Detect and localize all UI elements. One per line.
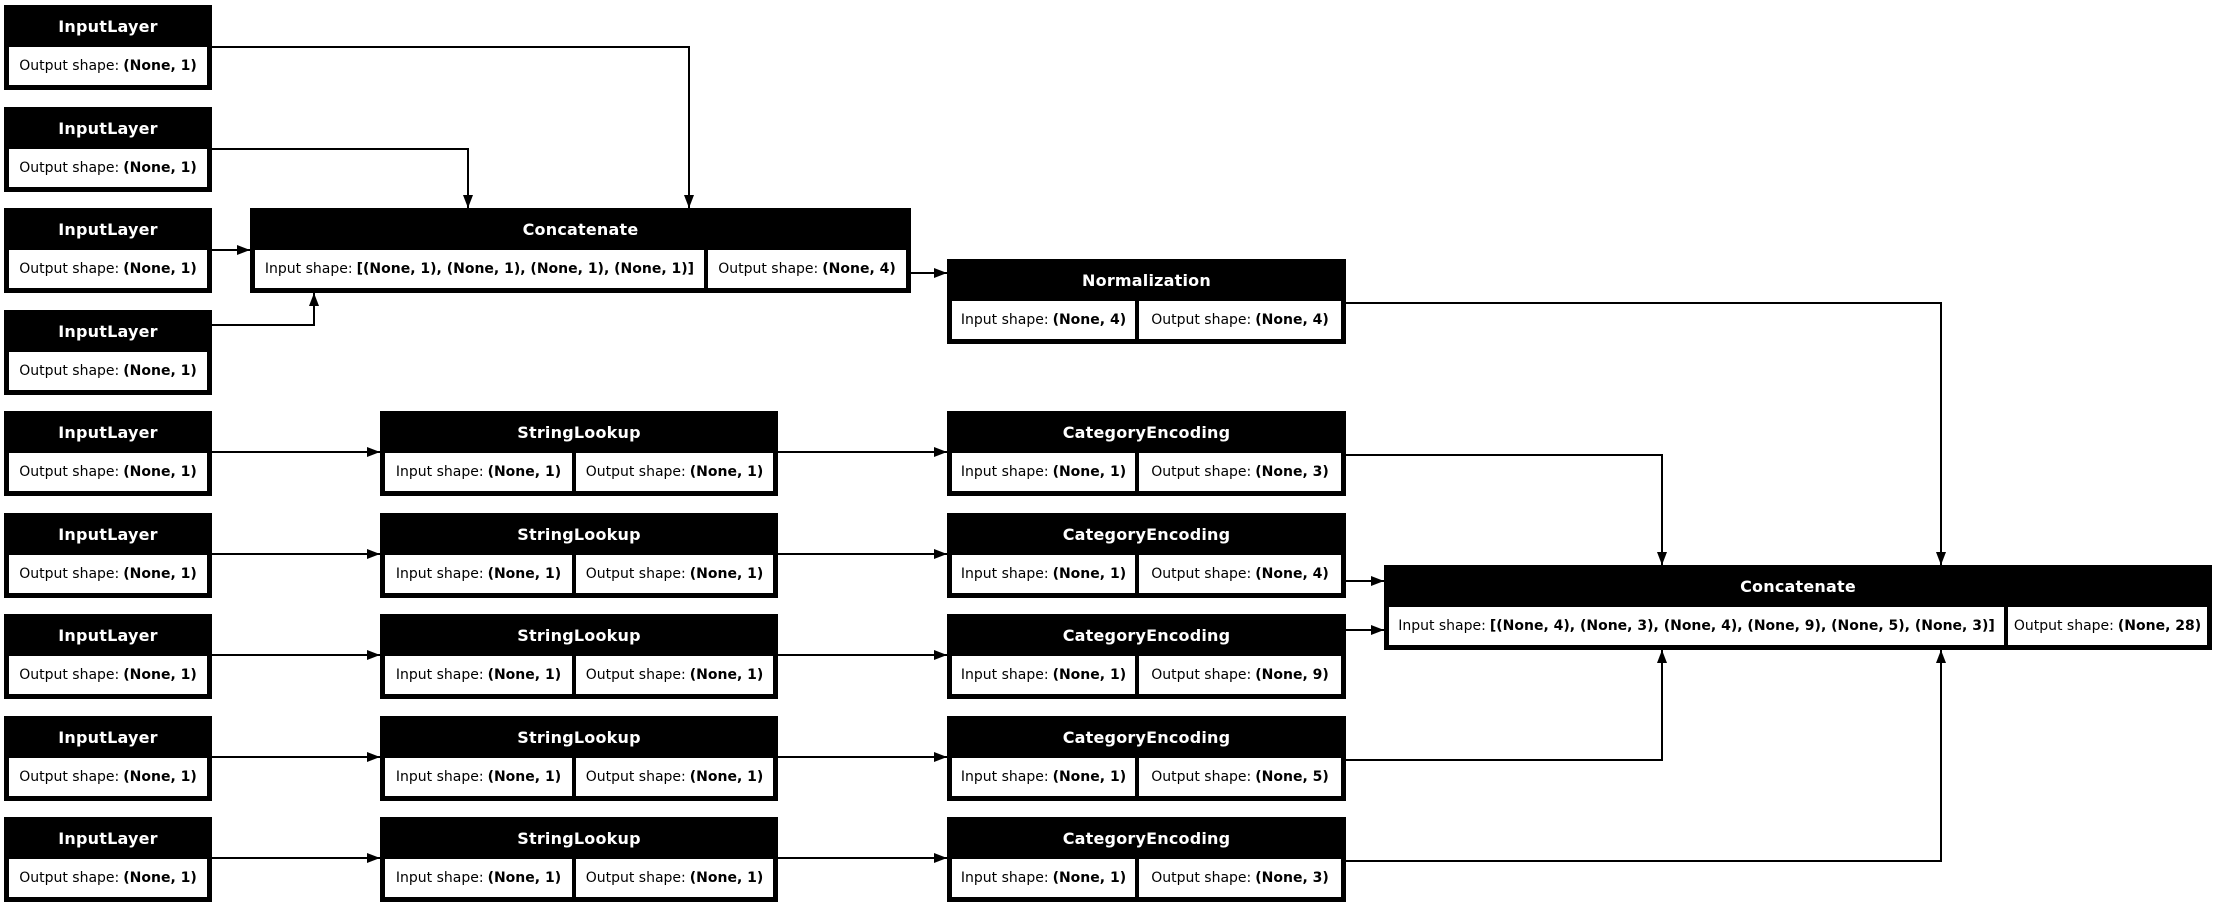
output-shape-cell: Output shape:(None, 4) <box>708 250 906 288</box>
layer-title: Concatenate <box>1740 576 1856 596</box>
node-concatenate-2: Concatenate Input shape:[(None, 4), (Non… <box>1384 565 2212 650</box>
input-shape-cell: Input shape:(None, 1) <box>385 758 572 796</box>
layer-title: CategoryEncoding <box>1062 828 1231 848</box>
node-string-lookup-3: StringLookup Input shape:(None, 1) Outpu… <box>380 614 778 699</box>
node-input-layer-3: InputLayer Output shape:(None, 1) <box>4 208 212 293</box>
node-category-encoding-1: CategoryEncoding Input shape:(None, 1) O… <box>947 411 1346 496</box>
node-input-layer-8: InputLayer Output shape:(None, 1) <box>4 716 212 801</box>
node-category-encoding-4: CategoryEncoding Input shape:(None, 1) O… <box>947 716 1346 801</box>
output-shape-cell: Output shape:(None, 4) <box>1139 301 1341 339</box>
input-shape-cell: Input shape:[(None, 4), (None, 3), (None… <box>1389 607 2004 645</box>
layer-title: StringLookup <box>517 727 641 747</box>
node-input-layer-5: InputLayer Output shape:(None, 1) <box>4 411 212 496</box>
layer-title: CategoryEncoding <box>1062 524 1231 544</box>
layer-title: CategoryEncoding <box>1062 625 1231 645</box>
layer-title: Normalization <box>1082 270 1211 290</box>
layer-title: Concatenate <box>522 219 639 239</box>
node-category-encoding-3: CategoryEncoding Input shape:(None, 1) O… <box>947 614 1346 699</box>
output-shape-cell: Output shape:(None, 1) <box>9 453 207 491</box>
input-shape-cell: Input shape:(None, 1) <box>952 859 1135 897</box>
layer-title: StringLookup <box>517 422 641 442</box>
node-input-layer-7: InputLayer Output shape:(None, 1) <box>4 614 212 699</box>
layer-title: InputLayer <box>58 118 158 138</box>
output-shape-cell: Output shape:(None, 1) <box>9 859 207 897</box>
input-shape-cell: Input shape:(None, 1) <box>385 555 572 593</box>
node-normalization: Normalization Input shape:(None, 4) Outp… <box>947 259 1346 344</box>
layer-title: CategoryEncoding <box>1062 422 1231 442</box>
node-input-layer-1: InputLayer Output shape:(None, 1) <box>4 5 212 90</box>
output-shape-cell: Output shape:(None, 28) <box>2008 607 2207 645</box>
node-input-layer-2: InputLayer Output shape:(None, 1) <box>4 107 212 192</box>
output-shape-cell: Output shape:(None, 1) <box>9 758 207 796</box>
layer-title: StringLookup <box>517 828 641 848</box>
layer-title: InputLayer <box>58 219 158 239</box>
output-shape-cell: Output shape:(None, 1) <box>576 453 773 491</box>
input-shape-cell: Input shape:(None, 1) <box>952 656 1135 694</box>
input-shape-cell: Input shape:(None, 4) <box>952 301 1135 339</box>
input-shape-cell: Input shape:(None, 1) <box>385 453 572 491</box>
layer-title: InputLayer <box>58 828 158 848</box>
output-shape-cell: Output shape:(None, 1) <box>9 250 207 288</box>
edge-input2-concat1 <box>212 148 473 208</box>
node-string-lookup-1: StringLookup Input shape:(None, 1) Outpu… <box>380 411 778 496</box>
input-shape-cell: Input shape:(None, 1) <box>952 758 1135 796</box>
edge-normalization-concat2 <box>1346 302 1946 565</box>
node-category-encoding-2: CategoryEncoding Input shape:(None, 1) O… <box>947 513 1346 598</box>
input-shape-cell: Input shape:(None, 1) <box>385 859 572 897</box>
node-input-layer-4: InputLayer Output shape:(None, 1) <box>4 310 212 395</box>
node-input-layer-9: InputLayer Output shape:(None, 1) <box>4 817 212 902</box>
node-concatenate-1: Concatenate Input shape:[(None, 1), (Non… <box>250 208 911 293</box>
output-shape-cell: Output shape:(None, 1) <box>576 859 773 897</box>
output-shape-cell: Output shape:(None, 5) <box>1139 758 1341 796</box>
layer-title: InputLayer <box>58 16 158 36</box>
layer-title: StringLookup <box>517 524 641 544</box>
edge-catenc4-concat2 <box>1346 650 1667 761</box>
layer-title: StringLookup <box>517 625 641 645</box>
input-shape-cell: Input shape:(None, 1) <box>952 453 1135 491</box>
node-input-layer-6: InputLayer Output shape:(None, 1) <box>4 513 212 598</box>
layer-title: InputLayer <box>58 625 158 645</box>
output-shape-cell: Output shape:(None, 9) <box>1139 656 1341 694</box>
layer-title: InputLayer <box>58 524 158 544</box>
node-category-encoding-5: CategoryEncoding Input shape:(None, 1) O… <box>947 817 1346 902</box>
output-shape-cell: Output shape:(None, 1) <box>9 149 207 187</box>
node-string-lookup-4: StringLookup Input shape:(None, 1) Outpu… <box>380 716 778 801</box>
output-shape-cell: Output shape:(None, 1) <box>9 47 207 85</box>
output-shape-cell: Output shape:(None, 1) <box>576 555 773 593</box>
layer-title: InputLayer <box>58 422 158 442</box>
output-shape-cell: Output shape:(None, 1) <box>9 352 207 390</box>
node-string-lookup-2: StringLookup Input shape:(None, 1) Outpu… <box>380 513 778 598</box>
output-shape-cell: Output shape:(None, 1) <box>9 656 207 694</box>
output-shape-cell: Output shape:(None, 1) <box>576 758 773 796</box>
output-shape-cell: Output shape:(None, 1) <box>576 656 773 694</box>
layer-title: InputLayer <box>58 321 158 341</box>
node-string-lookup-5: StringLookup Input shape:(None, 1) Outpu… <box>380 817 778 902</box>
output-shape-cell: Output shape:(None, 4) <box>1139 555 1341 593</box>
layer-title: InputLayer <box>58 727 158 747</box>
output-shape-cell: Output shape:(None, 3) <box>1139 859 1341 897</box>
layer-title: CategoryEncoding <box>1062 727 1231 747</box>
output-shape-cell: Output shape:(None, 3) <box>1139 453 1341 491</box>
edge-input4-concat1 <box>212 293 319 326</box>
edge-input1-concat1 <box>212 46 694 208</box>
edge-catenc1-concat2 <box>1346 454 1667 565</box>
edge-catenc5-concat2 <box>1346 650 1946 862</box>
output-shape-cell: Output shape:(None, 1) <box>9 555 207 593</box>
input-shape-cell: Input shape:[(None, 1), (None, 1), (None… <box>255 250 704 288</box>
input-shape-cell: Input shape:(None, 1) <box>385 656 572 694</box>
input-shape-cell: Input shape:(None, 1) <box>952 555 1135 593</box>
